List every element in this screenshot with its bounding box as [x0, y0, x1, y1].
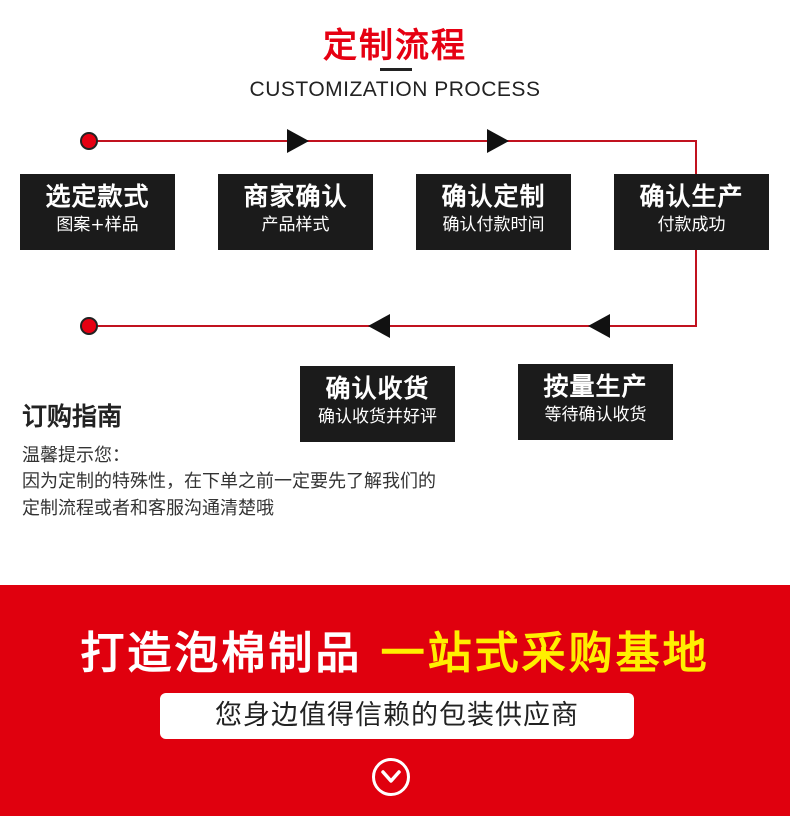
flow-line-bottom — [90, 325, 697, 327]
guide-line-2: 因为定制的特殊性，在下单之前一定要先了解我们的 — [22, 471, 436, 492]
step-subtitle: 等待确认收货 — [544, 405, 647, 425]
step-mass-production: 按量生产 等待确认收货 — [518, 364, 673, 440]
step-title: 确认收货 — [325, 374, 430, 403]
page-title: 定制流程 — [0, 18, 790, 67]
title-underline — [380, 68, 412, 71]
step-confirm-production: 确认生产 付款成功 — [614, 174, 769, 250]
step-confirm-receipt: 确认收货 确认收货并好评 — [300, 366, 455, 442]
arrow-right-icon — [487, 129, 509, 153]
chevron-down-circle-icon[interactable] — [372, 758, 410, 796]
arrow-left-icon — [368, 314, 390, 338]
step-merchant-confirm: 商家确认 产品样式 — [218, 174, 373, 250]
step-subtitle: 产品样式 — [261, 215, 330, 235]
guide-title: 订购指南 — [22, 402, 123, 431]
title-part-1: 定制 — [323, 26, 395, 66]
step-subtitle: 图案+样品 — [56, 215, 139, 235]
title-part-2: 流程 — [395, 26, 467, 66]
step-title: 商家确认 — [243, 182, 348, 211]
flow-line-top — [90, 140, 697, 142]
step-subtitle: 确认收货并好评 — [318, 407, 437, 427]
step-confirm-custom: 确认定制 确认付款时间 — [416, 174, 571, 250]
step-title: 确认定制 — [441, 182, 546, 211]
step-title: 按量生产 — [543, 372, 648, 401]
step-subtitle: 确认付款时间 — [442, 215, 545, 235]
chevron-down-icon — [381, 770, 401, 783]
guide-line-3: 定制流程或者和客服沟通清楚哦 — [22, 498, 274, 519]
step-title: 确认生产 — [639, 182, 744, 211]
step-subtitle: 付款成功 — [657, 215, 726, 235]
red-dot-icon — [80, 317, 98, 335]
guide-line-1: 温馨提示您： — [22, 445, 130, 466]
banner-slogan: 打造泡棉制品 一站式采购基地 — [0, 617, 790, 681]
slogan-white: 打造泡棉制品 — [80, 628, 363, 679]
banner-tagline: 您身边值得信赖的包装供应商 — [160, 693, 634, 739]
arrow-right-icon — [287, 129, 309, 153]
red-dot-icon — [80, 132, 98, 150]
slogan-yellow: 一站式采购基地 — [380, 628, 710, 679]
step-title: 选定款式 — [45, 182, 150, 211]
page-subtitle: CUSTOMIZATION PROCESS — [249, 78, 541, 101]
arrow-left-icon — [588, 314, 610, 338]
step-select-style: 选定款式 图案+样品 — [20, 174, 175, 250]
